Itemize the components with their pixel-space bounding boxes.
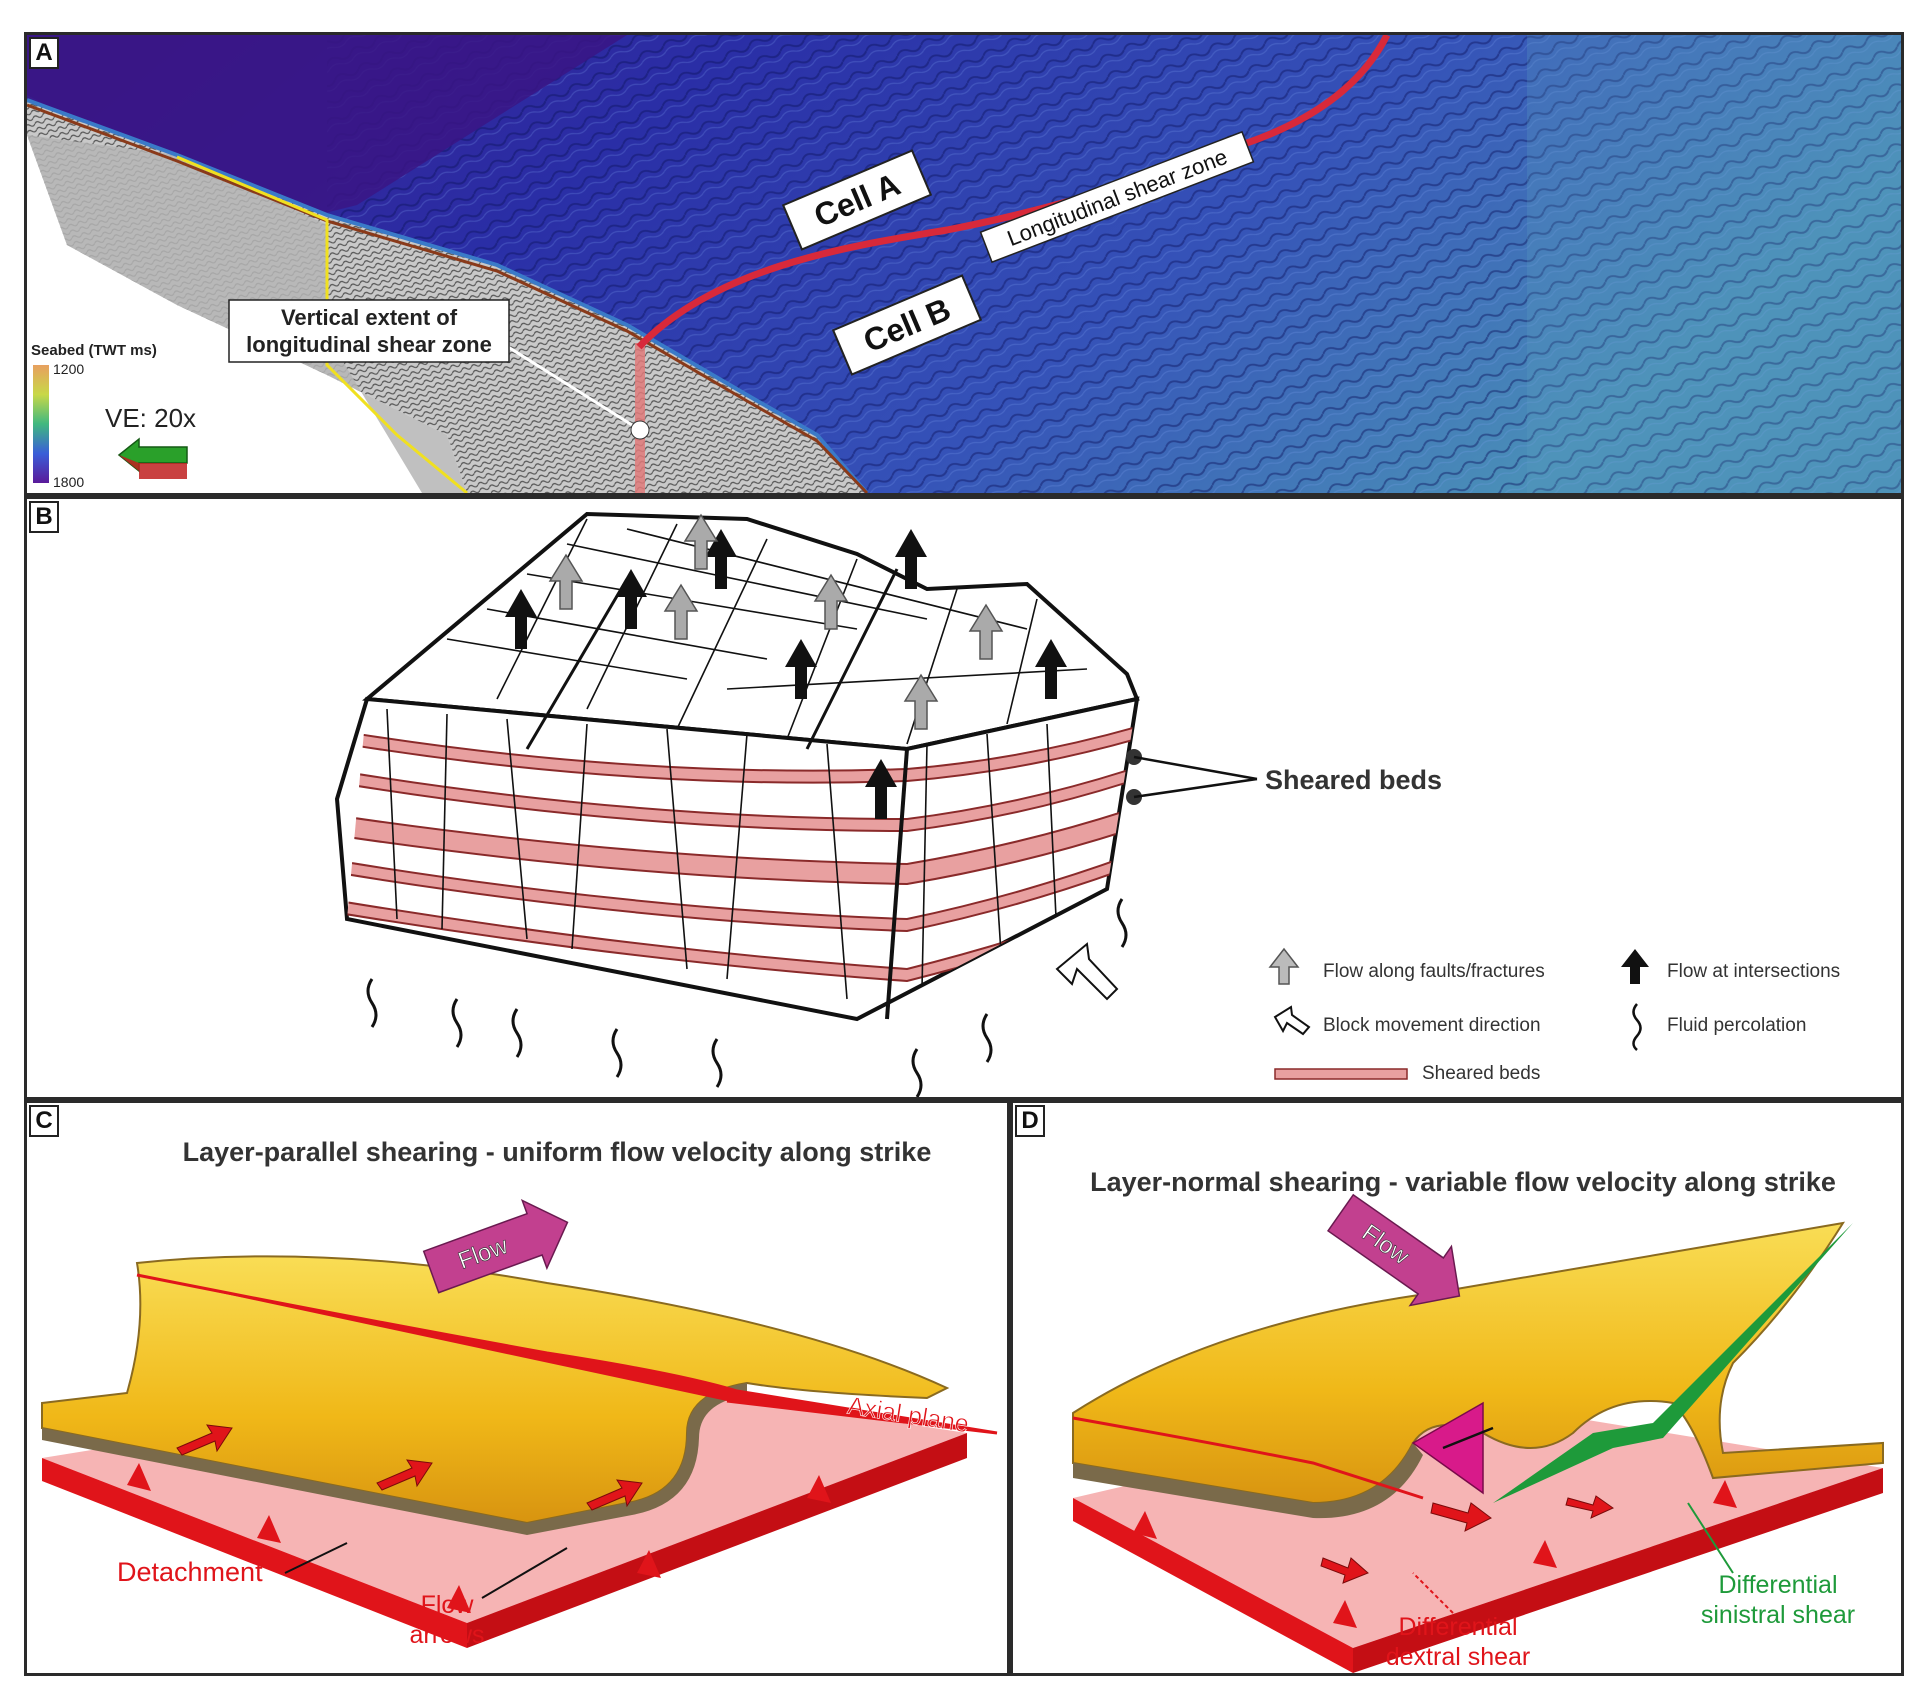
panel-b: B (24, 496, 1904, 1100)
panel-b-block-diagram: Sheared beds Flow along faults/fractures… (334, 511, 1840, 1097)
dextral-label-2: dextral shear (1386, 1643, 1531, 1671)
vertical-extent-label-1: Vertical extent of (281, 305, 458, 330)
block-movement-arrow (1055, 942, 1119, 1001)
sheared-beds-callout: Sheared beds (1265, 765, 1442, 795)
panel-a: A (24, 32, 1904, 496)
flow-arrows-label-1: Flow (421, 1591, 475, 1619)
sinistral-label-2: sinistral shear (1701, 1601, 1855, 1629)
seabed-reflector (27, 98, 869, 493)
flow-intersections-legend-icon (1621, 949, 1649, 984)
scale-title: Seabed (TWT ms) (31, 342, 157, 359)
fluid-percolation-squiggles (366, 898, 1128, 1097)
legend-fluid-percolation: Fluid percolation (1667, 1015, 1806, 1036)
legend-flow-intersections: Flow at intersections (1667, 961, 1840, 982)
panel-d: D Layer-normal shearing - variable flow … (1010, 1100, 1904, 1676)
legend-sheared-beds: Sheared beds (1422, 1063, 1540, 1084)
legend-block-movement: Block movement direction (1323, 1015, 1541, 1036)
panel-b-label: B (29, 501, 59, 533)
flow-faults-legend-icon (1268, 947, 1300, 985)
panel-b-legend: Flow along faults/fractures Flow at inte… (1268, 947, 1840, 1084)
panel-a-figure: Cell A Cell B Longitudinal shear zone Ve… (27, 35, 1901, 493)
panel-c-fold-diagram: Layer-parallel shearing - uniform flow v… (41, 1137, 998, 1649)
fluid-percolation-legend-icon (1632, 1003, 1642, 1051)
scale-bottom-value: 1800 (53, 474, 84, 490)
flow-arrows-d (1320, 1495, 1615, 1584)
detachment-label: Detachment (117, 1557, 263, 1587)
sinistral-label-1: Differential (1718, 1571, 1837, 1599)
flow-arrows (176, 1424, 643, 1511)
axial-plane-line (136, 1273, 998, 1435)
flow-direction-arrow-d (1326, 1193, 1461, 1307)
scale-top-value: 1200 (53, 361, 84, 377)
panel-d-label: D (1015, 1105, 1045, 1137)
panel-c: C Layer-parallel shearing - uniform flow… (24, 1100, 1010, 1676)
differential-shear-wedge (1411, 1401, 1484, 1495)
legend-flow-faults: Flow along faults/fractures (1323, 961, 1545, 982)
flow-at-intersections-arrows (505, 529, 1067, 819)
panel-c-title: Layer-parallel shearing - uniform flow v… (183, 1137, 932, 1167)
ve-label: VE: 20x (105, 403, 196, 433)
vertical-extent-label-2: longitudinal shear zone (246, 332, 492, 357)
flow-direction-arrow (422, 1199, 569, 1294)
block-movement-legend-icon (1273, 1005, 1311, 1036)
panel-d-title: Layer-normal shearing - variable flow ve… (1090, 1167, 1836, 1197)
vertical-extent-bar (635, 343, 645, 493)
panel-a-label: A (29, 37, 59, 69)
yellow-horizon (176, 155, 468, 493)
flow-arrows-label-2: arrows (409, 1621, 484, 1649)
dextral-label-1: Differential (1398, 1613, 1517, 1641)
scale-bar (33, 365, 49, 483)
sheared-beds-legend-icon (1274, 1068, 1408, 1080)
flow-along-faults-arrows (548, 513, 1004, 730)
panel-c-label: C (29, 1105, 59, 1137)
sheared-beds-layers (347, 722, 1137, 983)
direction-arrow-icon (117, 437, 188, 479)
panel-d-fold-diagram: Layer-normal shearing - variable flow ve… (1072, 1167, 1884, 1673)
axial-plane-line-d (1072, 1416, 1424, 1500)
